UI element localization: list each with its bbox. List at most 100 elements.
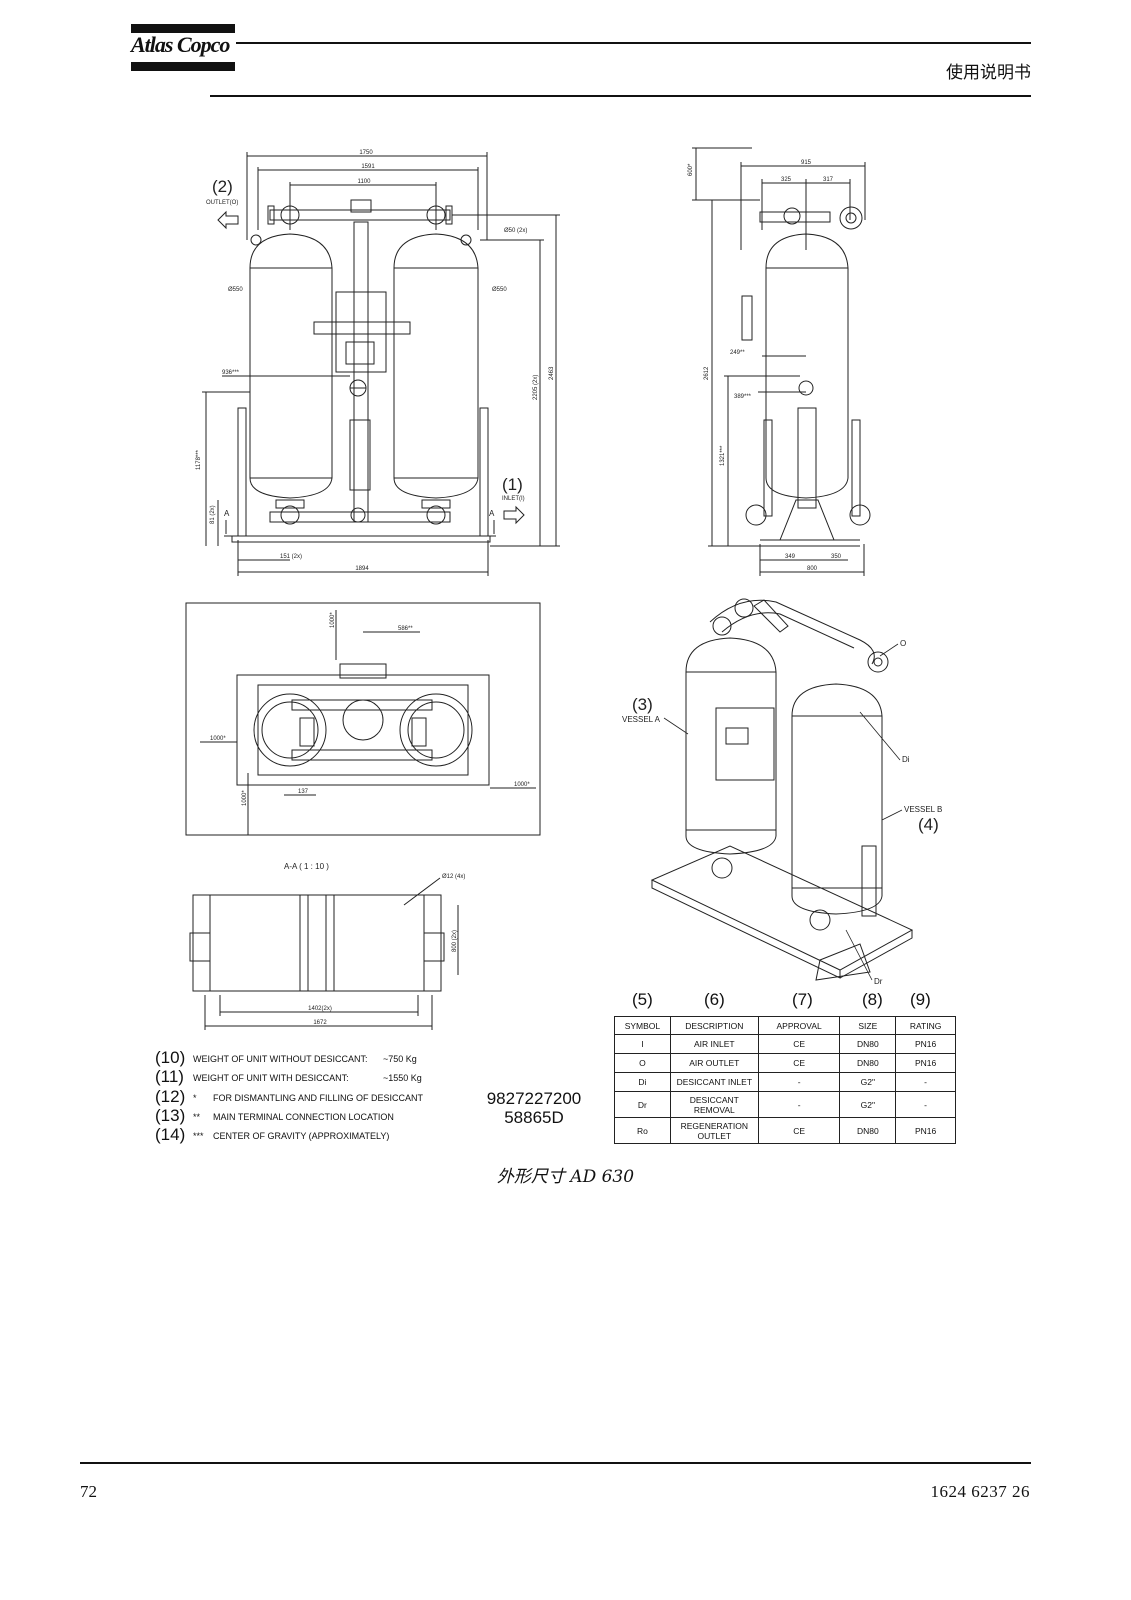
dim-936: 936*** xyxy=(222,370,240,376)
iso-view-labels: (3) VESSEL A VESSEL B (4) O Di Dr xyxy=(622,639,942,986)
note-mark: ** xyxy=(193,1112,201,1122)
note-text: WEIGHT OF UNIT WITHOUT DESICCANT: xyxy=(193,1054,368,1064)
dim-151: 151 (2x) xyxy=(280,554,302,560)
page-header-title: 使用说明书 xyxy=(946,63,1031,83)
section-mark-right: A xyxy=(489,509,495,518)
note-text: WEIGHT OF UNIT WITH DESICCANT: xyxy=(193,1073,349,1083)
table-cell: CE xyxy=(757,1053,841,1073)
dim-137: 137 xyxy=(298,789,309,795)
table-cell: REGENERATION OUTLET xyxy=(669,1117,759,1144)
section-view-labels: Ø12 (4x) 800 (2x) 1402(2x) 1672 xyxy=(308,874,465,1026)
note-number: (12) xyxy=(155,1087,186,1106)
table-cell: G2" xyxy=(839,1091,897,1118)
table-cell: Ro xyxy=(614,1117,671,1144)
table-cell: - xyxy=(895,1072,956,1092)
table-row: I AIR INLET CE DN80 PN16 xyxy=(614,1034,956,1054)
side-view-labels: 915 325 317 349 350 800 600* 2612 1321**… xyxy=(688,160,842,572)
dim-top-1000-d: 1000* xyxy=(242,790,248,806)
col-number-7: (7) xyxy=(792,990,813,1009)
label-di: Di xyxy=(902,755,910,764)
technical-drawing: 1750 1591 1100 151 (2x) 1894 1178*** 81 … xyxy=(185,147,942,1030)
note-value: ~1550 Kg xyxy=(383,1073,422,1083)
header-rating: RATING xyxy=(895,1016,956,1035)
logo-bar-top xyxy=(131,24,235,33)
col-number-5: (5) xyxy=(632,990,653,1009)
table-row: O AIR OUTLET CE DN80 PN16 xyxy=(614,1053,956,1073)
dim-915: 915 xyxy=(801,160,812,166)
front-view-labels: 1750 1591 1100 151 (2x) 1894 1178*** 81 … xyxy=(196,150,555,572)
iso-view xyxy=(650,598,914,981)
table-cell: Dr xyxy=(614,1091,671,1118)
dim-1591: 1591 xyxy=(361,164,375,170)
note-number: (11) xyxy=(155,1067,184,1086)
dia-550-b: Ø550 xyxy=(492,287,507,293)
vessel-a-label: VESSEL A xyxy=(622,715,661,724)
side-view xyxy=(692,147,871,576)
col-number-8: (8) xyxy=(862,990,883,1009)
logo-bar-bottom xyxy=(131,62,235,71)
note-number: (13) xyxy=(155,1106,186,1125)
connection-table: SYMBOL DESCRIPTION APPROVAL SIZE RATING … xyxy=(614,1016,956,1144)
table-cell: DN80 xyxy=(839,1034,897,1054)
header-description: DESCRIPTION xyxy=(669,1016,759,1035)
dim-2205: 2205 (2x) xyxy=(533,375,539,400)
inlet-label: INLET(I) xyxy=(502,496,525,502)
dim-top-1000-b: 1000* xyxy=(210,736,226,742)
dim-1100: 1100 xyxy=(358,179,372,185)
top-view-labels: 1000* 586** 1000* 1000* 137 1000* xyxy=(210,612,530,806)
dim-389: 389*** xyxy=(734,394,752,400)
note-mark: *** xyxy=(193,1131,204,1141)
note-text: FOR DISMANTLING AND FILLING OF DESICCANT xyxy=(213,1093,424,1103)
dim-800-2x: 800 (2x) xyxy=(452,930,458,952)
dim-1178: 1178*** xyxy=(196,449,202,470)
front-view xyxy=(202,152,560,576)
dim-249: 249** xyxy=(730,350,745,356)
dim-top-1000-a: 1000* xyxy=(330,612,336,628)
table-cell: O xyxy=(614,1053,671,1073)
dim-1402: 1402(2x) xyxy=(308,1006,332,1012)
dia-550-a: Ø550 xyxy=(228,287,243,293)
header-size: SIZE xyxy=(839,1016,897,1035)
header-approval: APPROVAL xyxy=(757,1016,841,1035)
iso-leader-lines xyxy=(663,643,903,981)
table-cell: Di xyxy=(614,1072,671,1092)
table-cell: DESICCANT INLET xyxy=(669,1072,759,1092)
header-symbol: SYMBOL xyxy=(614,1016,671,1035)
note-mark: * xyxy=(193,1093,197,1103)
outlet-number: (2) xyxy=(212,177,233,196)
dim-2463: 2463 xyxy=(549,366,555,380)
dim-81: 81 (2x) xyxy=(210,505,216,524)
col-number-9: (9) xyxy=(910,990,931,1009)
drawing-number: 9827227200 xyxy=(486,1089,582,1108)
note-number: (14) xyxy=(155,1125,186,1144)
header-rule-bottom xyxy=(210,95,1031,97)
dim-325: 325 xyxy=(781,177,792,183)
dim-586: 586** xyxy=(398,626,413,632)
table-row: Dr DESICCANT REMOVAL - G2" - xyxy=(614,1091,956,1118)
page-number: 72 xyxy=(80,1482,97,1501)
table-cell: I xyxy=(614,1034,671,1054)
inlet-number: (1) xyxy=(502,475,523,494)
dim-1894: 1894 xyxy=(355,566,369,572)
section-title: A-A ( 1 : 10 ) xyxy=(284,862,329,871)
outlet-label: OUTLET(O) xyxy=(206,200,238,206)
table-cell: - xyxy=(757,1091,841,1118)
table-cell: CE xyxy=(757,1117,841,1144)
table-cell: - xyxy=(895,1091,956,1118)
table-row: Ro REGENERATION OUTLET CE DN80 PN16 xyxy=(614,1117,956,1144)
table-cell: DESICCANT REMOVAL xyxy=(669,1091,759,1118)
dia-50: Ø50 (2x) xyxy=(504,228,527,234)
table-cell: PN16 xyxy=(895,1034,956,1054)
note-text: MAIN TERMINAL CONNECTION LOCATION xyxy=(213,1112,394,1122)
table-cell: PN16 xyxy=(895,1117,956,1144)
vessel-b-label: VESSEL B xyxy=(904,805,942,814)
table-cell: PN16 xyxy=(895,1053,956,1073)
table-row: Di DESICCANT INLET - G2" - xyxy=(614,1072,956,1092)
table-cell: DN80 xyxy=(839,1053,897,1073)
dim-800: 800 xyxy=(807,566,818,572)
vessel-a-number: (3) xyxy=(632,695,653,714)
section-mark-left: A xyxy=(224,509,230,518)
table-cell: G2" xyxy=(839,1072,897,1092)
dim-1672: 1672 xyxy=(313,1020,327,1026)
dim-349: 349 xyxy=(785,554,796,560)
